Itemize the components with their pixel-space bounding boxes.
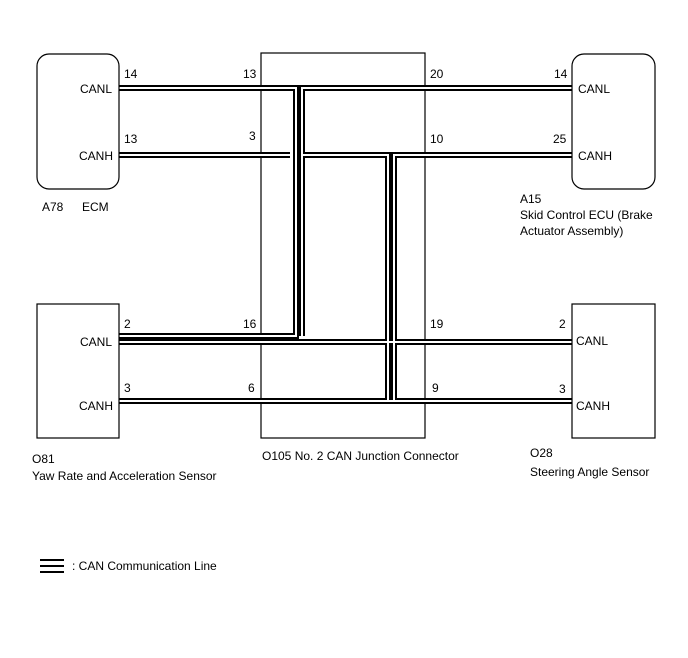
yaw-code: O81 — [32, 452, 55, 466]
junction-pin-skid-l: 20 — [430, 67, 444, 81]
steer-canh-pin: 3 — [559, 382, 566, 396]
junction-pin-yaw-l: 16 — [243, 317, 257, 331]
skid-code: A15 — [520, 192, 542, 206]
junction-pin-yaw-h: 6 — [248, 381, 255, 395]
yaw-canh-label: CANH — [79, 399, 113, 413]
yaw-canl-label: CANL — [80, 335, 112, 349]
ecm-box — [36, 53, 120, 190]
steer-canl-label: CANL — [576, 334, 608, 348]
skid-name-line1: Skid Control ECU (Brake — [520, 208, 653, 222]
can-lines — [119, 85, 574, 404]
yaw-canh-pin: 3 — [124, 381, 131, 395]
steer-canl-pin: 2 — [559, 317, 566, 331]
legend-text: : CAN Communication Line — [72, 559, 217, 573]
yaw-canl-pin: 2 — [124, 317, 131, 331]
junction-pin-steer-l: 19 — [430, 317, 444, 331]
ecm-canh-label: CANH — [79, 149, 113, 163]
skid-canl-label: CANL — [578, 82, 610, 96]
ecm-canl-label: CANL — [80, 82, 112, 96]
junction-pin-ecm-h: 3 — [249, 129, 256, 143]
skid-name-line2: Actuator Assembly) — [520, 224, 623, 238]
skid-canh-label: CANH — [578, 149, 612, 163]
ecm-name: ECM — [82, 200, 109, 214]
steer-name: Steering Angle Sensor — [530, 465, 649, 479]
wire-skid-canh — [391, 152, 574, 401]
yaw-name: Yaw Rate and Acceleration Sensor — [32, 469, 217, 483]
wire-ecm-canl — [119, 85, 299, 339]
skid-canh-pin: 25 — [553, 132, 567, 146]
junction-pin-skid-h: 10 — [430, 132, 444, 146]
steering-angle-sensor-box — [571, 303, 656, 439]
yaw-rate-sensor-box — [36, 303, 120, 439]
skid-control-ecu-box — [571, 53, 656, 190]
junction-label: O105 No. 2 CAN Junction Connector — [262, 449, 459, 463]
ecm-canl-pin: 14 — [124, 67, 138, 81]
junction-pin-steer-h: 9 — [432, 381, 439, 395]
ecm-code: A78 — [42, 200, 64, 214]
wire-canh-bus — [302, 152, 391, 401]
legend-line-icon — [40, 559, 64, 573]
legend: : CAN Communication Line — [40, 559, 217, 573]
junction-pin-ecm-l: 13 — [243, 67, 257, 81]
steer-canh-label: CANH — [576, 399, 610, 413]
junction-connector-box — [260, 52, 426, 439]
skid-canl-pin: 14 — [554, 67, 568, 81]
steer-code: O28 — [530, 446, 553, 460]
ecm-canh-pin: 13 — [124, 132, 138, 146]
